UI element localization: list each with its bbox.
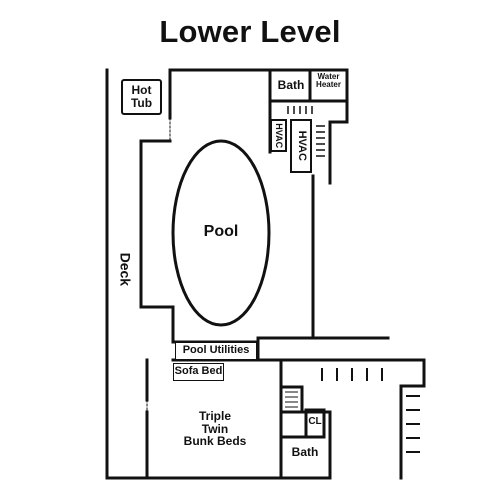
sofa-bed-label: Sofa Bed [173,363,224,381]
pool-utilities-label: Pool Utilities [175,342,257,360]
hot-tub-label: Hot Tub [121,79,162,115]
stairs-upper [287,106,325,157]
closet-label: CL [308,416,322,427]
pool-label: Pool [203,223,239,240]
water-heater-label: Water Heater [316,72,341,90]
bath-upper-label: Bath [277,78,305,92]
bunk-beds-label: Triple Twin Bunk Beds [183,409,247,449]
hvac-unit-2: HVAC [290,119,312,173]
hvac-label-2: HVAC [295,130,308,162]
bath-lower-label: Bath [291,445,319,459]
stairs-east [321,368,420,453]
hvac-label-1: HVAC [274,123,285,148]
stairs-small [285,391,298,408]
deck-label: Deck [117,252,134,287]
hvac-unit-1: HVAC [270,119,287,152]
page-title: Lower Level [159,14,341,49]
pool-shape [171,139,271,327]
closet-box [304,408,326,439]
